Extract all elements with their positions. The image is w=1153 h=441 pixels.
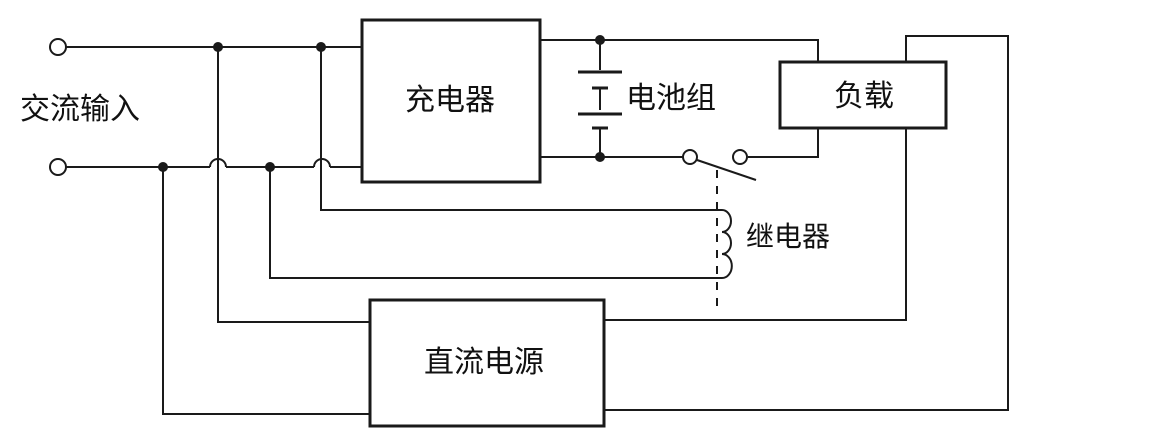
ac-input-wiring xyxy=(66,46,722,415)
charger-label: 充电器 xyxy=(405,83,495,118)
battery-symbol xyxy=(578,70,622,130)
ac-terminal-top xyxy=(49,38,67,56)
dc-supply-label: 直流电源 xyxy=(424,345,544,380)
ac-input-terminals xyxy=(49,38,67,176)
charger-box xyxy=(360,18,542,184)
relay-label: 继电器 xyxy=(746,220,830,253)
load-box xyxy=(778,60,948,130)
ac-terminal-bottom xyxy=(49,158,67,176)
ac-input-label: 交流输入 xyxy=(20,92,140,127)
relay-coil xyxy=(721,209,733,279)
load-label: 负载 xyxy=(834,79,894,114)
relay-switch xyxy=(682,149,757,181)
dc-supply-wiring xyxy=(604,35,1009,411)
battery-label: 电池组 xyxy=(626,81,716,116)
dc-supply-box xyxy=(368,298,606,428)
charger-output-wiring xyxy=(540,39,819,158)
